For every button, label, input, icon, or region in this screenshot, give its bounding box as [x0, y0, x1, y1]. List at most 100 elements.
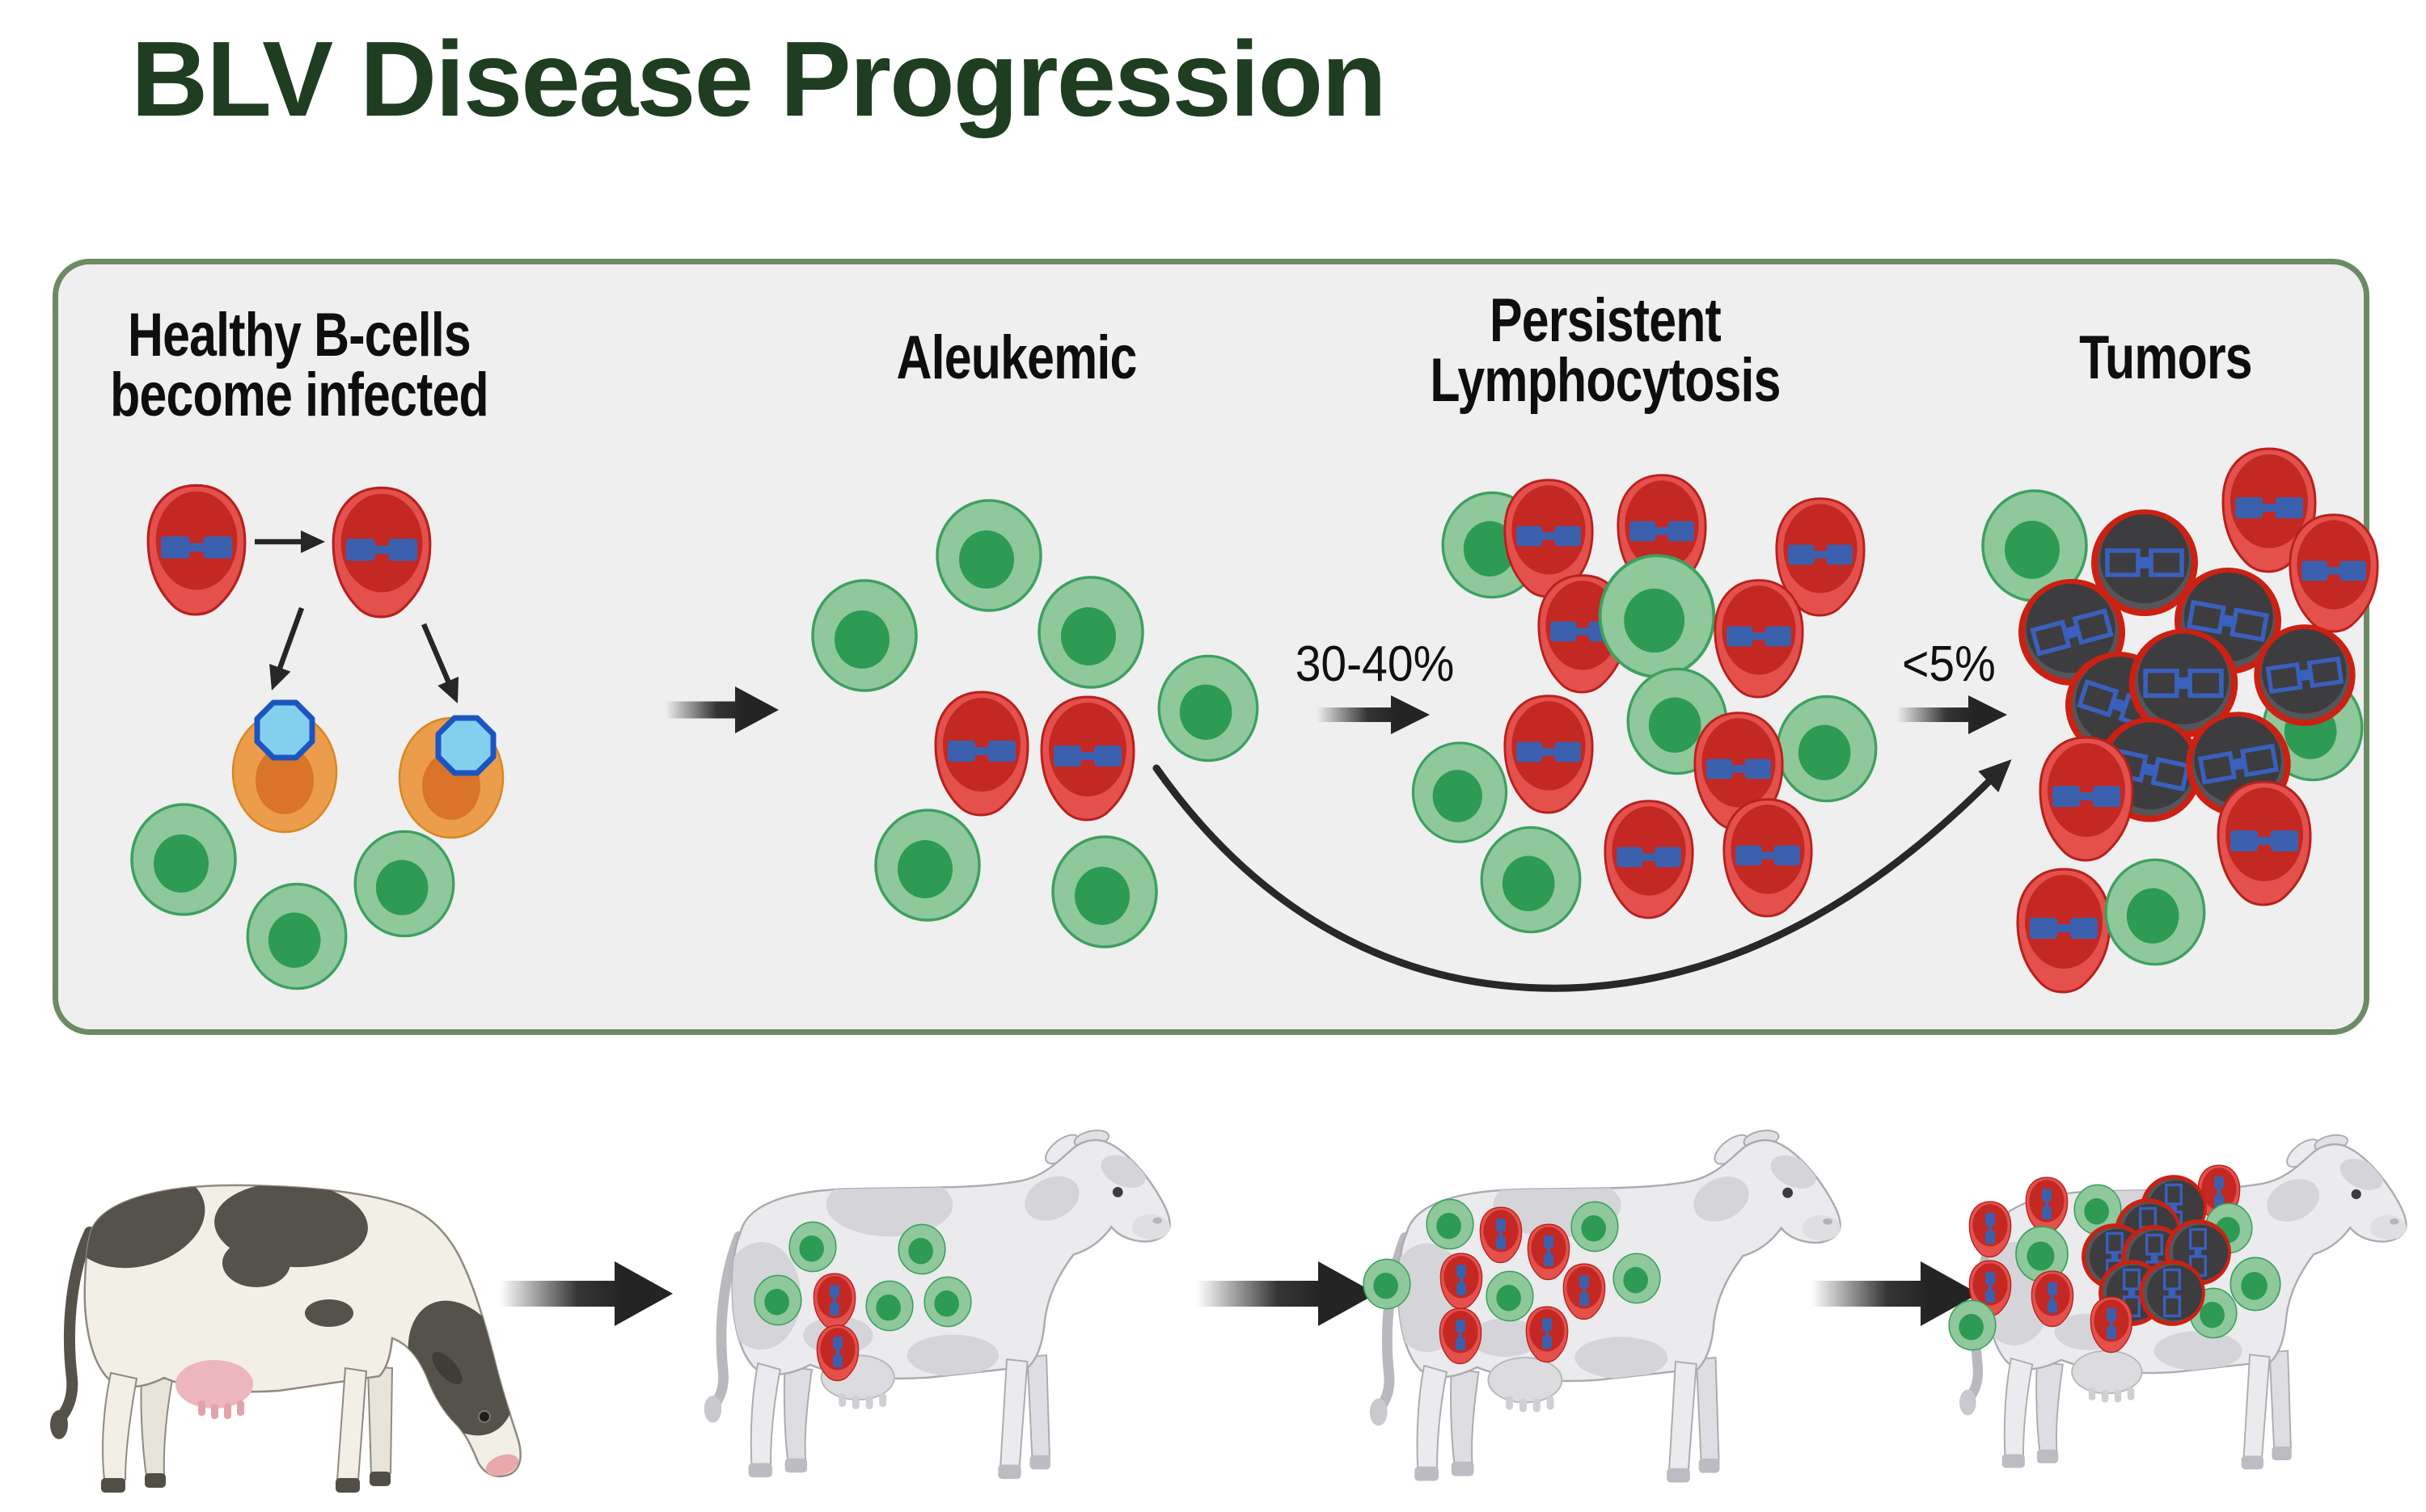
- infected-b-cell: [2090, 1296, 2133, 1354]
- transition-arrow: [666, 686, 779, 733]
- cow-eye: [1782, 1187, 1794, 1198]
- provirus-outline-icon: [2265, 656, 2344, 695]
- cow-udder: [1487, 1357, 1563, 1404]
- stage-title-line: Aleukemic: [896, 323, 1138, 392]
- infected-b-cell: [1604, 800, 1694, 919]
- healthy-b-cell: [754, 1274, 802, 1326]
- infected-b-cell: [2039, 736, 2134, 862]
- provirus-icon: [160, 536, 233, 559]
- provirus-icon: [1456, 1320, 1465, 1350]
- provirus-icon: [1629, 521, 1694, 542]
- infected-b-cell: [1722, 798, 1813, 918]
- early-infected-cell: [398, 715, 505, 839]
- stage-title-persistent-lymphocytosis: Persistent Lymphocytosis: [1411, 290, 1799, 412]
- stage-title-line: become infected: [110, 361, 489, 429]
- infected-b-cell: [2289, 513, 2379, 633]
- healthy-b-cell: [2229, 1256, 2281, 1311]
- stage-title-line: Healthy B-cells: [128, 301, 471, 370]
- stage-title-healthy-infected: Healthy B-cells become infected: [105, 301, 493, 429]
- provirus-icon: [2301, 560, 2366, 581]
- cow-nostril: [2390, 1218, 2399, 1225]
- provirus-outline-icon: [2105, 548, 2184, 577]
- infection-arrow: [421, 623, 459, 703]
- stage-title-line: Tumors: [2079, 323, 2252, 392]
- infected-b-cell: [1439, 1252, 1483, 1310]
- cow-eye: [478, 1410, 491, 1423]
- cow-lymphocytosis: [1369, 1130, 1841, 1483]
- healthy-b-cell: [353, 830, 455, 938]
- provirus-outline-icon: [2030, 608, 2114, 657]
- healthy-b-cell: [811, 579, 918, 692]
- infected-b-cell: [934, 691, 1029, 817]
- healthy-b-cell: [130, 803, 237, 916]
- infected-b-cell: [2031, 1270, 2074, 1328]
- transition-arrow: [1197, 1261, 1376, 1326]
- healthy-b-cell: [1948, 1299, 1997, 1351]
- transition-arrow: [1317, 695, 1430, 734]
- infected-b-cell: [2016, 868, 2111, 994]
- provirus-outline-icon: [2186, 600, 2270, 642]
- infected-b-cell: [1775, 497, 1866, 617]
- provirus-outline-icon: [2122, 1268, 2141, 1318]
- healthy-b-cell: [1776, 695, 1878, 803]
- provirus-icon: [1054, 745, 1122, 767]
- healthy-b-cell: [1480, 826, 1582, 934]
- infected-b-cell: [1479, 1206, 1523, 1264]
- infected-b-cell: [1040, 695, 1135, 821]
- transition-arrow: [1811, 1261, 1979, 1326]
- cow-ear: [432, 1352, 463, 1384]
- healthy-b-cell: [1157, 654, 1259, 762]
- infected-b-cell: [2217, 780, 2312, 906]
- provirus-outline-icon: [2162, 1268, 2182, 1318]
- infected-b-cell: [1527, 1223, 1570, 1281]
- provirus-icon: [1579, 1275, 1589, 1306]
- healthy-b-cell: [246, 882, 348, 990]
- transition-rate-label-under-5: <5%: [1902, 636, 1996, 692]
- healthy-b-cell: [1486, 1270, 1534, 1322]
- provirus-icon: [1516, 741, 1581, 762]
- cow-healthy: [50, 1184, 522, 1493]
- tumor-cell: [2139, 1260, 2205, 1326]
- infected-b-cell: [2025, 1176, 2069, 1234]
- provirus-icon: [1727, 626, 1791, 647]
- provirus-icon: [1617, 847, 1681, 868]
- provirus-icon: [2030, 918, 2098, 939]
- healthy-b-cell: [936, 499, 1042, 612]
- provirus-outline-icon: [2143, 668, 2224, 699]
- healthy-b-cell: [923, 1276, 972, 1328]
- provirus-icon: [1788, 544, 1853, 565]
- cow-eye: [2351, 1189, 2361, 1200]
- provirus-icon: [345, 538, 418, 561]
- provirus-icon: [830, 1285, 839, 1316]
- provirus-icon: [2052, 786, 2120, 807]
- cow-tail: [53, 1227, 95, 1425]
- provirus-icon: [1985, 1213, 1995, 1244]
- healthy-b-cell: [874, 809, 981, 922]
- infected-b-cell: [1968, 1201, 2012, 1258]
- healthy-b-cell: [898, 1223, 946, 1275]
- infected-b-cell: [1525, 1306, 1569, 1363]
- provirus-icon: [2048, 1282, 2057, 1313]
- tumor-cell: [2254, 624, 2356, 726]
- healthy-b-cell: [1363, 1258, 1411, 1310]
- healthy-b-cell: [1612, 1252, 1661, 1304]
- infected-b-cell: [1714, 579, 1804, 699]
- progression-curve-arrow: [1152, 759, 2012, 992]
- provirus-icon: [1544, 1235, 1553, 1266]
- cow-tail: [708, 1231, 745, 1412]
- provirus-icon: [1735, 845, 1800, 866]
- cow-eye: [1112, 1186, 1123, 1197]
- provirus-icon: [833, 1337, 843, 1367]
- provirus-outline-icon: [2197, 743, 2280, 785]
- stage-title-aleukemic: Aleukemic: [822, 323, 1211, 392]
- healthy-b-cell: [1981, 489, 2088, 602]
- page-title: BLV Disease Progression: [131, 19, 1387, 138]
- infection-arrow: [269, 606, 305, 691]
- healthy-b-cell: [2104, 858, 2206, 966]
- provirus-icon: [2230, 830, 2298, 851]
- infected-b-cell: [816, 1324, 860, 1382]
- healthy-b-cell: [1411, 741, 1508, 843]
- transition-rate-label-30-40: 30-40%: [1295, 636, 1455, 692]
- transition-arrow: [1897, 695, 2007, 734]
